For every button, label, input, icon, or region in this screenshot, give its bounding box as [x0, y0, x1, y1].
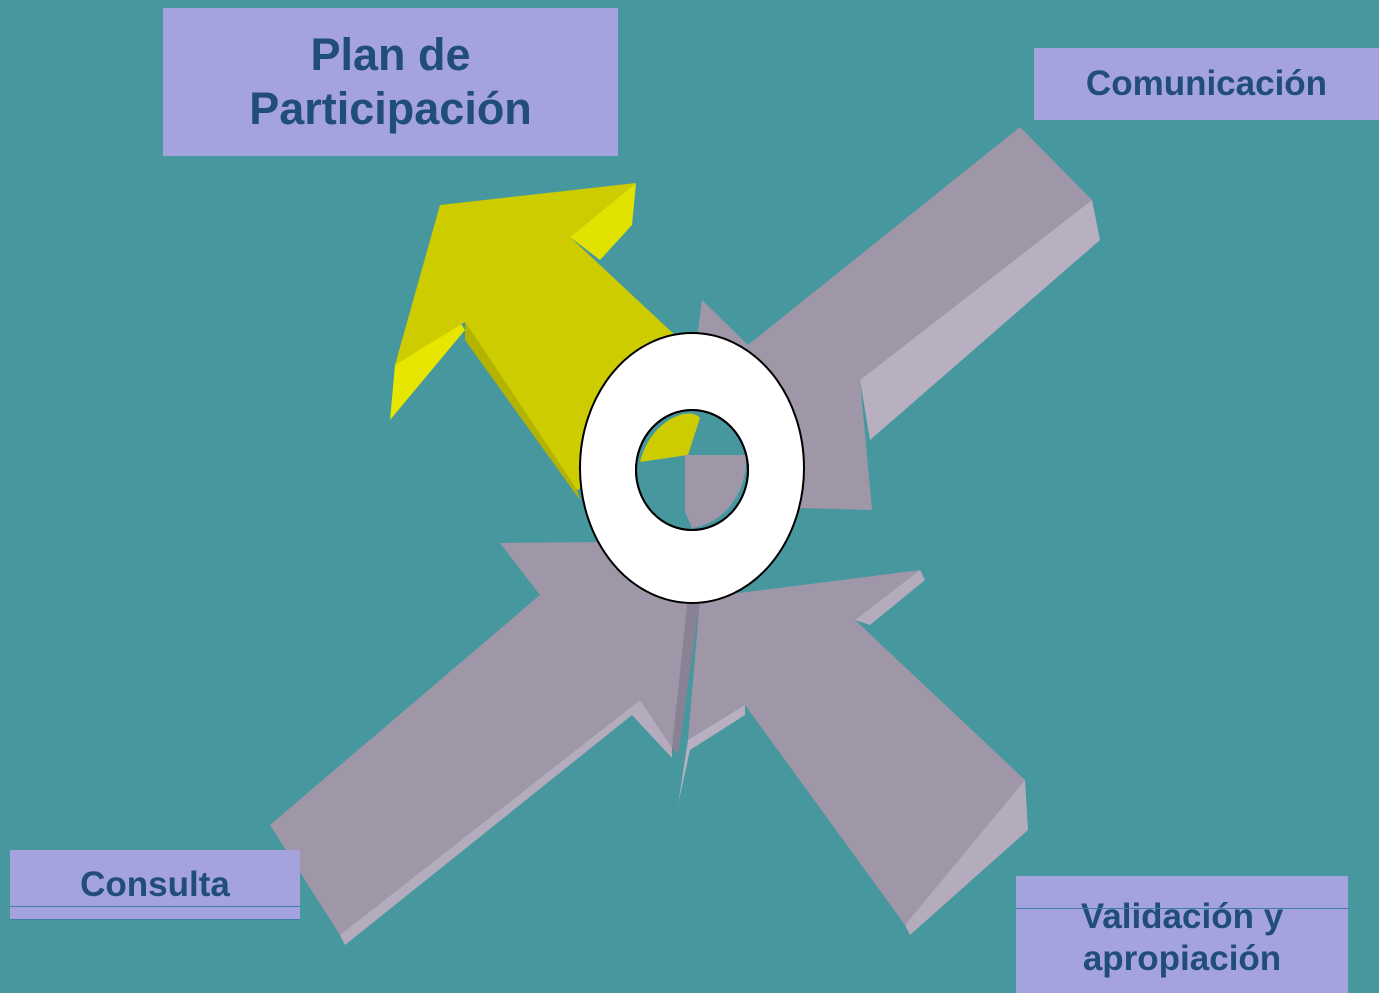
- yellow-arrow-edge: [570, 183, 636, 260]
- label-plan-line1: Plan de: [310, 29, 471, 80]
- yellow-arrow-side: [390, 322, 465, 420]
- gray-arrow-validacion-side: [678, 705, 745, 805]
- gray-arrow-consulta-top: [270, 542, 688, 935]
- label-comunicacion-text: Comunicación: [1085, 64, 1328, 103]
- label-plan-line2: Participación: [249, 83, 532, 134]
- label-validacion-line1: Validación y: [1080, 896, 1284, 936]
- gray-arrow-validacion-top: [688, 570, 1025, 925]
- gray-arrow-consulta-side: [340, 700, 672, 945]
- label-consulta-underline: [10, 906, 300, 907]
- gray-arrow-validacion-edge: [905, 780, 1028, 935]
- gray-arrow-validacion-tip-edge: [855, 570, 925, 625]
- gray-arrow-consulta: [270, 542, 700, 945]
- label-plan-de-participacion: Plan de Participación: [163, 8, 618, 156]
- label-validacion-rule: [1016, 908, 1348, 909]
- label-comunicacion: Comunicación: [1034, 48, 1379, 120]
- label-consulta-text: Consulta: [80, 864, 230, 904]
- center-ring: [579, 332, 805, 604]
- gray-arrow-comunicacion-side: [860, 200, 1100, 440]
- label-validacion: Validación y apropiación: [1016, 876, 1348, 993]
- gray-arrow-consulta-edge: [672, 598, 700, 755]
- gray-arrow-validacion: [678, 570, 1028, 935]
- label-validacion-line2: apropiación: [1082, 938, 1282, 978]
- label-consulta: Consulta: [10, 850, 300, 920]
- yellow-arrow-shaft-side: [465, 322, 580, 500]
